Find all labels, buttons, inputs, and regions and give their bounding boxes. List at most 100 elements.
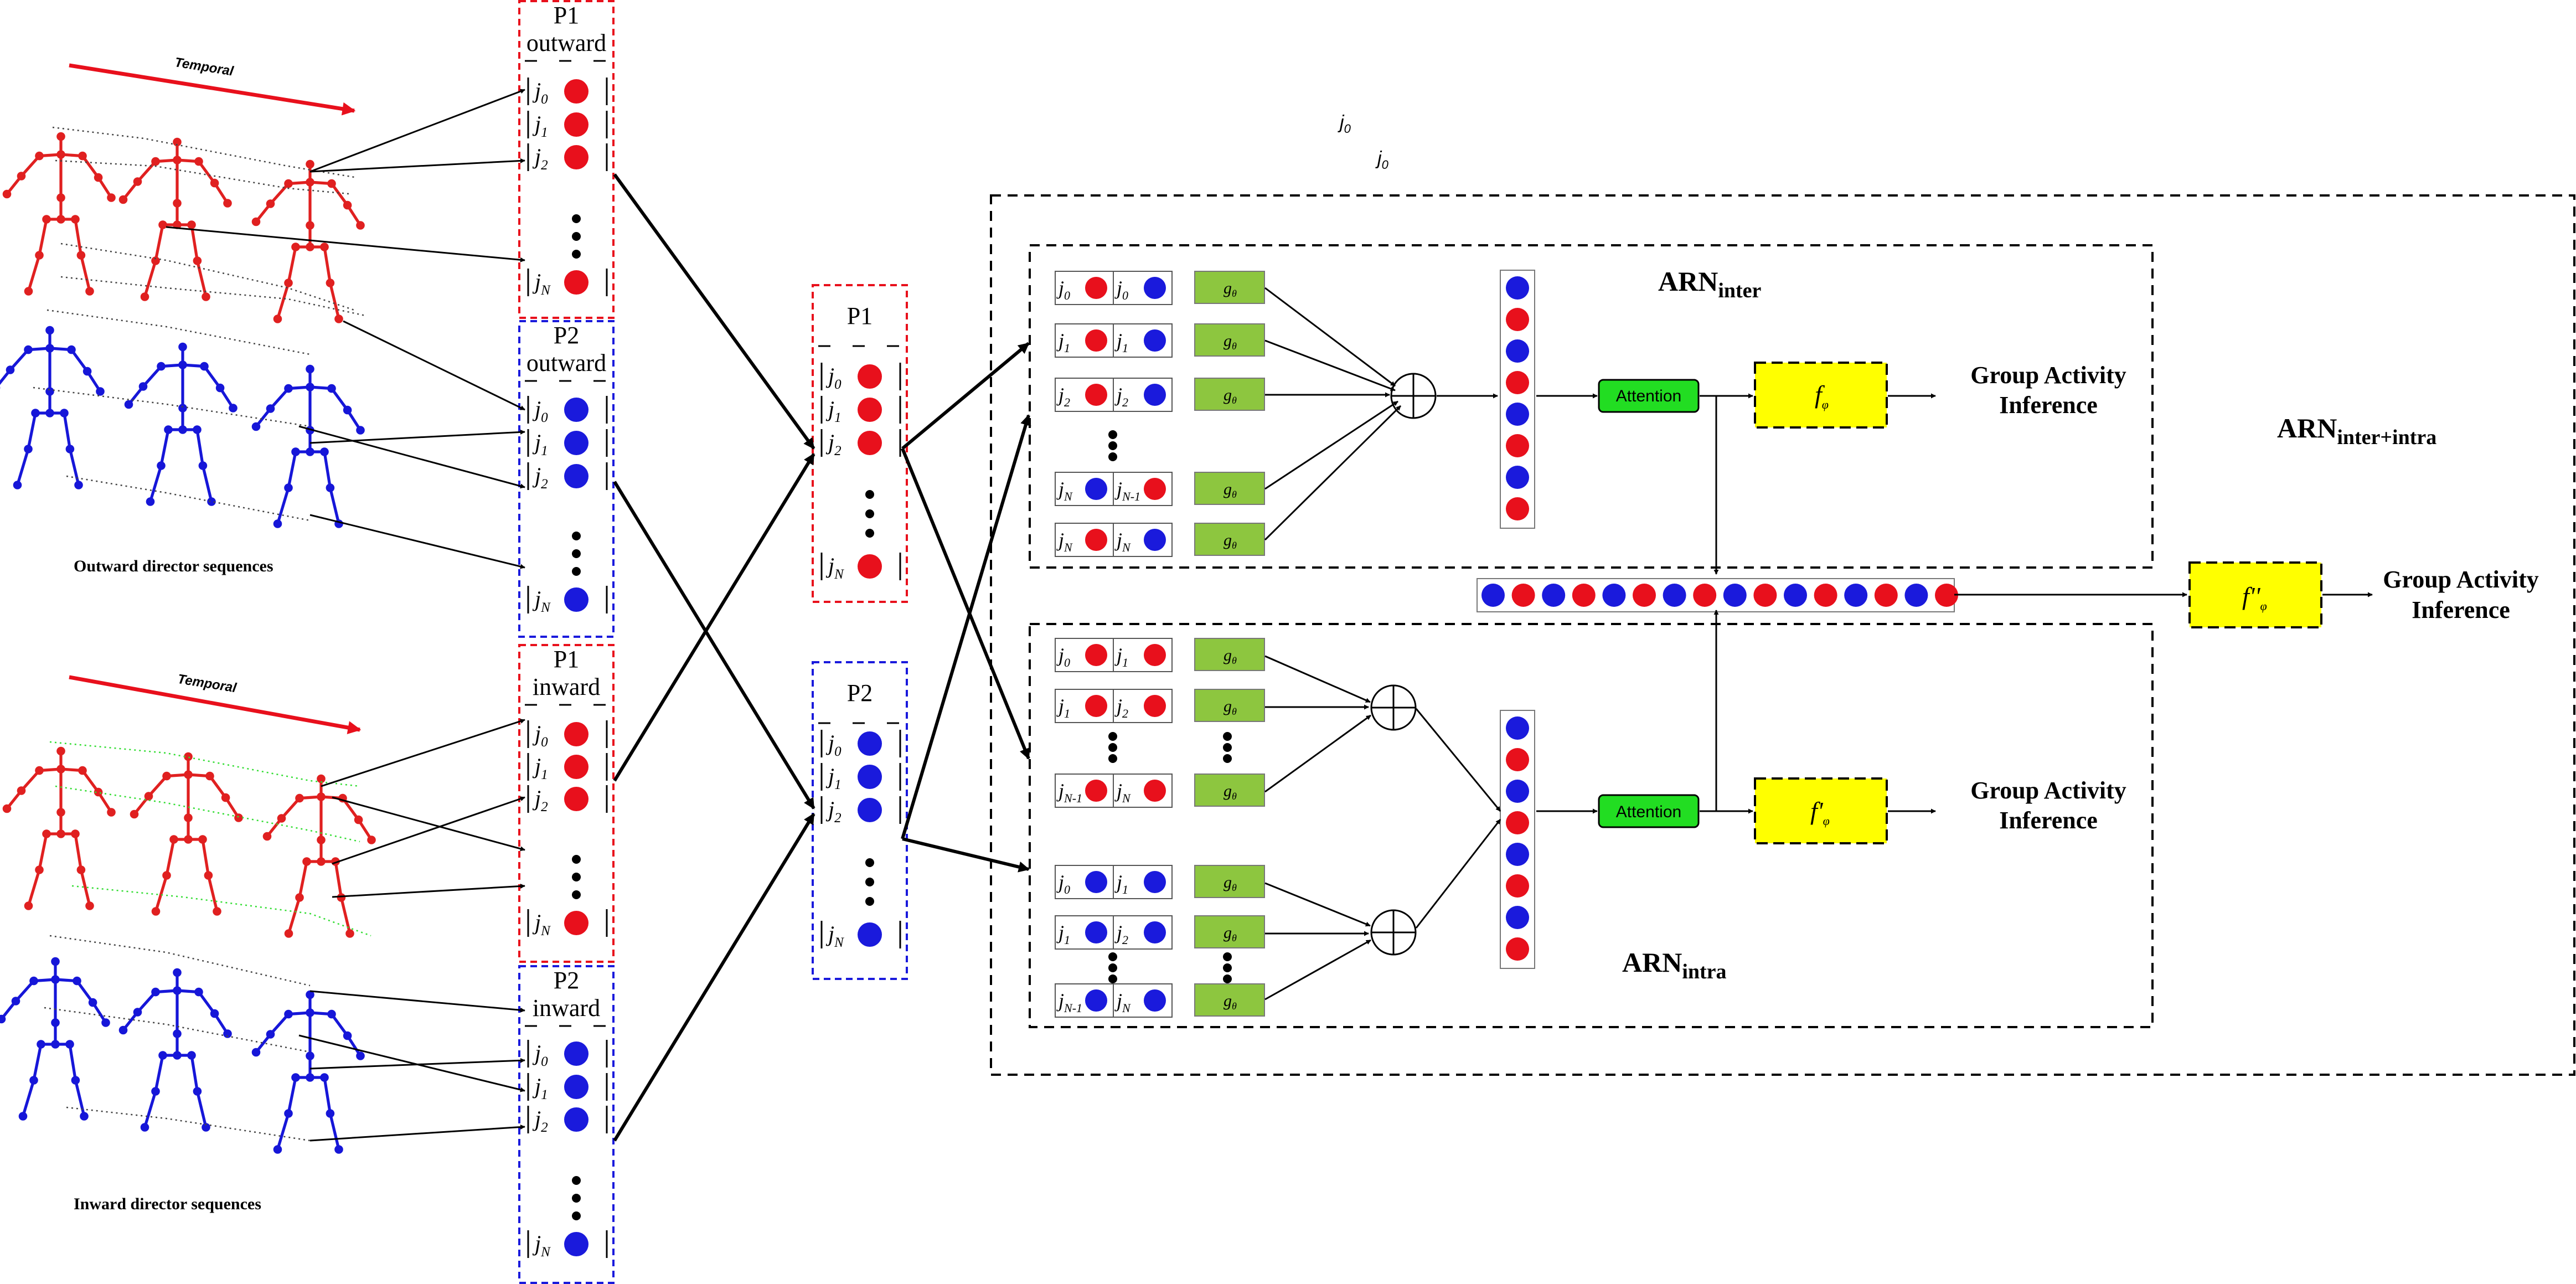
inter-pairs-ellipsis-dot — [1108, 430, 1117, 439]
concat-feature-vector — [1477, 578, 1958, 612]
inter-g-theta-4-rect — [1194, 523, 1265, 556]
skeleton-outward-red-2 — [251, 159, 365, 323]
p2-merge-column-joint-j1 — [858, 765, 882, 789]
inter-g-theta-0: gθ — [1194, 271, 1265, 304]
skeleton-bone — [269, 1013, 290, 1035]
concat-cell-10 — [1784, 584, 1807, 607]
intra-pair-row-2-joint-b — [1144, 780, 1166, 802]
p1-outward-column-label-j1: j1 — [532, 111, 548, 140]
skeleton-bone — [190, 1055, 199, 1092]
skeleton-bone — [280, 797, 301, 819]
skeleton-bone — [190, 224, 199, 261]
trajectory-lines-inward-red — [49, 741, 371, 937]
inter-pairs-ellipsis-dot — [1108, 452, 1117, 461]
inter-g-theta-1-rect — [1194, 323, 1265, 357]
skeleton-joint — [266, 199, 275, 208]
intra-red-ellipsis-dot — [1108, 732, 1117, 741]
f-phi-combined-box: f''φ — [2188, 561, 2322, 628]
skeleton-joint — [334, 1145, 343, 1154]
arn-combined-frame — [990, 194, 2575, 1076]
skeleton-joint — [326, 1109, 335, 1118]
skeleton-bone — [207, 875, 219, 912]
inter-sum-node — [1390, 373, 1437, 419]
f-phi-intra-label: f'φ — [1810, 797, 1830, 828]
p1-outward-column-label-j2: j2 — [532, 144, 548, 173]
skeleton-joint — [118, 1025, 128, 1035]
p1-merge-column-label-j2: j2 — [825, 430, 842, 458]
intra-blue-g-ellipsis-dot — [1223, 952, 1232, 961]
skeleton-bone — [136, 991, 157, 1013]
intra-g-theta-5-label: gθ — [1224, 992, 1237, 1012]
p2-inward-column-frame — [518, 965, 615, 1284]
intra-g-theta-4: gθ — [1194, 915, 1265, 948]
inter-feature-vector-cell-6 — [1506, 466, 1529, 489]
stray-label-0: j0 — [1338, 112, 1351, 136]
skeleton-joint — [65, 1040, 74, 1049]
concat-cell-12 — [1844, 584, 1868, 607]
intra-pair-row-5-joint-b — [1144, 989, 1166, 1012]
skeleton-bone — [328, 282, 340, 319]
skeleton-joint — [317, 857, 326, 866]
skeleton-joint — [45, 344, 54, 353]
skeleton-joint — [146, 497, 155, 506]
skeleton-joint — [73, 976, 81, 986]
intra-pair-row-3-joint-a — [1085, 871, 1107, 893]
skeleton-joint — [157, 461, 166, 470]
skeleton-joint — [51, 957, 60, 966]
intra-pair-row-3-label-a: j0 — [1056, 871, 1070, 896]
skeleton-bone — [195, 429, 204, 466]
skeleton-joint — [223, 199, 232, 208]
skeleton-joint — [60, 409, 69, 417]
skeleton-joint — [45, 409, 54, 417]
skeleton-joint — [284, 384, 293, 393]
intra-feature-vector — [1500, 710, 1535, 969]
skeleton-joint — [107, 808, 116, 817]
intra-pair-row-1-label-a: j1 — [1056, 695, 1070, 720]
skeleton-joint — [178, 404, 187, 412]
p2-outward-column-joint-j1 — [564, 431, 588, 455]
skeleton-bone — [287, 1077, 297, 1114]
skeleton-bone — [9, 348, 29, 371]
skeleton-joint — [317, 836, 326, 844]
skeleton-joint — [71, 215, 80, 224]
skeleton-joint — [327, 179, 336, 188]
intra-g-theta-1-label: gθ — [1224, 697, 1237, 717]
intra-feature-vector-cell-2 — [1506, 780, 1529, 803]
inter-g-theta-4-label: gθ — [1224, 531, 1237, 551]
p1-inward-column-subtitle: inward — [533, 673, 600, 700]
player-joint-columns: P1outwardj0j1j2jNP2outwardj0j1j2jNP1inwa… — [518, 0, 908, 1284]
skeleton-joint — [78, 151, 87, 161]
skeleton-bone — [334, 861, 343, 898]
p1-inward-column-ellipsis-dot — [572, 890, 581, 899]
skeleton-joint — [2, 189, 12, 199]
skeleton-joint — [320, 447, 329, 456]
intra-feature-vector-cell-1 — [1506, 748, 1529, 771]
intra-pair-row-5-label-a: jN-1 — [1056, 989, 1082, 1015]
arn-intra-frame — [1029, 623, 2154, 1028]
skeleton-joint — [11, 997, 20, 1005]
intra-branch-connections — [1264, 592, 2373, 1001]
inter-pair-row-1-joint-a — [1085, 329, 1107, 352]
skeleton-bone — [81, 770, 100, 793]
column-to-merge-arrows — [613, 173, 815, 1142]
concat-cell-3 — [1572, 584, 1596, 607]
skeleton-bone — [70, 349, 89, 373]
skeleton-joint — [306, 1051, 314, 1060]
arn-combined-title: ARNinter+intra — [2277, 412, 2436, 449]
p1-outward-column-joint-jN — [564, 270, 588, 295]
skeleton-bone — [74, 219, 82, 256]
skeleton-joint — [327, 1009, 336, 1019]
skeleton-joint — [306, 1008, 314, 1017]
skeleton-joint — [202, 1123, 210, 1132]
skeleton-bone — [287, 451, 297, 488]
intra-g-theta-5: gθ — [1194, 983, 1265, 1017]
concat-cell-15 — [1935, 584, 1958, 607]
skeleton-bone — [197, 161, 216, 184]
intra-g-theta-4-label: gθ — [1224, 924, 1237, 943]
skeleton-outward-red-0 — [2, 132, 116, 296]
p1-outward-column-joint-j1 — [564, 112, 588, 137]
intra-pair-row-1-label-b: j2 — [1114, 695, 1128, 720]
